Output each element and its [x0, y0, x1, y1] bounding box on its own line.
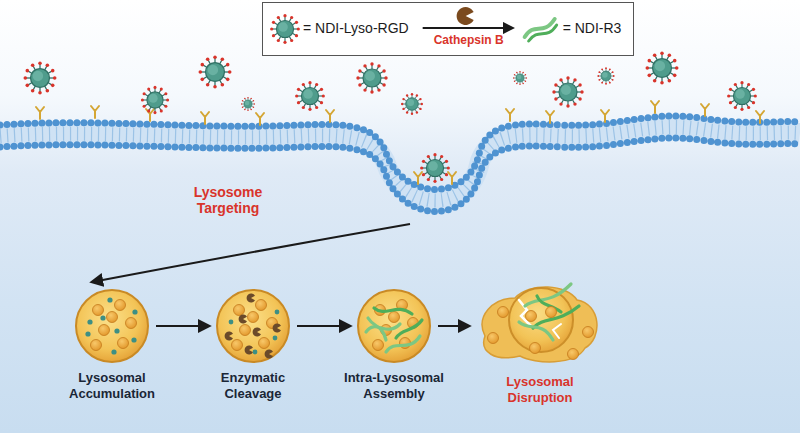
- step-arrow: [438, 325, 469, 327]
- lysosome-circle: [215, 288, 291, 364]
- lysosome: Intra-Lysosomal Assembly: [338, 288, 450, 401]
- lysosome: Lysosomal Disruption: [474, 276, 606, 405]
- lysosome-circle: [356, 288, 432, 364]
- lysosome: Enzymatic Cleavage: [197, 288, 309, 401]
- key-label: = NDI-R3: [563, 20, 622, 36]
- stage-label: Enzymatic Cleavage: [197, 370, 309, 401]
- targeting-arrow: [92, 224, 410, 282]
- stage-label: Lysosomal Accumulation: [56, 370, 168, 401]
- step-arrow: [297, 325, 350, 327]
- key-box: = NDI-Lyso-RGD Cathepsin B = NDI-R3: [262, 2, 634, 56]
- enzyme-label: Cathepsin B: [434, 33, 504, 47]
- step-arrow: [156, 325, 209, 327]
- lysosome: Lysosomal Accumulation: [56, 288, 168, 401]
- stage-label: Lysosomal Disruption: [484, 374, 596, 405]
- receptor-group: [36, 101, 764, 184]
- nanoparticle-group: [24, 52, 757, 183]
- lysosome-circle: [475, 276, 605, 368]
- stage-label: Intra-Lysosomal Assembly: [338, 370, 450, 401]
- key-label: = NDI-Lyso-RGD: [303, 20, 409, 36]
- lysosome-circle: [74, 288, 150, 364]
- step-annotation: Lysosome Targeting: [180, 184, 276, 216]
- lipid-bilayer: [0, 116, 800, 211]
